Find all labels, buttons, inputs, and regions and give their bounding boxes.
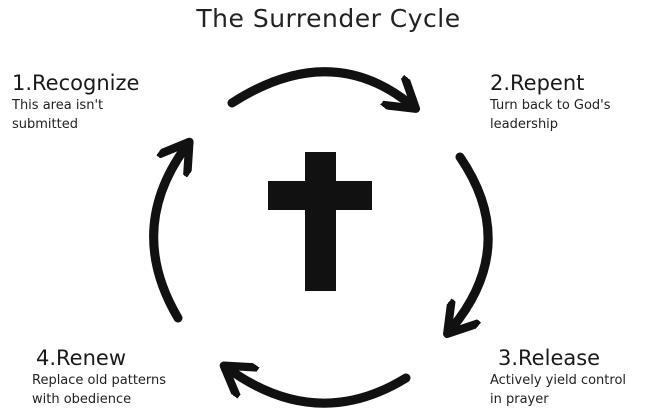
arrow-renew-to-recognize <box>149 148 185 323</box>
step-release: 3.Release Actively yield control in pray… <box>490 345 626 409</box>
step-renew: 4.Renew Replace old patterns with obedie… <box>32 345 166 409</box>
step-repent: 2.Repent Turn back to God's leadership <box>490 70 611 134</box>
step-description-line: in prayer <box>490 392 549 407</box>
step-description: Turn back to God's leadership <box>490 96 611 134</box>
step-description: Replace old patterns with obedience <box>32 371 166 409</box>
step-heading: 3.Release <box>498 346 601 370</box>
arrow-release-to-renew <box>230 370 411 408</box>
arrow-repent-to-release <box>452 152 493 328</box>
step-description-line: Replace old patterns <box>32 373 167 388</box>
step-description-line: with obedience <box>32 392 132 407</box>
step-heading: 4.Renew <box>36 346 127 370</box>
step-description-line: Turn back to God's <box>490 98 611 113</box>
step-heading: 1.Recognize <box>12 71 140 95</box>
step-description: This area isn't submitted <box>12 96 139 134</box>
diagram-title: The Surrender Cycle <box>196 4 461 33</box>
step-description-line: This area isn't <box>12 98 104 113</box>
step-description: Actively yield control in prayer <box>490 371 626 409</box>
step-recognize: 1.Recognize This area isn't submitted <box>12 70 139 134</box>
step-description-line: submitted <box>12 117 78 132</box>
step-description-line: leadership <box>490 117 559 132</box>
step-heading: 2.Repent <box>490 71 585 95</box>
arrow-recognize-to-repent <box>227 67 410 104</box>
cross-icon <box>268 152 372 291</box>
step-description-line: Actively yield control <box>490 373 627 388</box>
